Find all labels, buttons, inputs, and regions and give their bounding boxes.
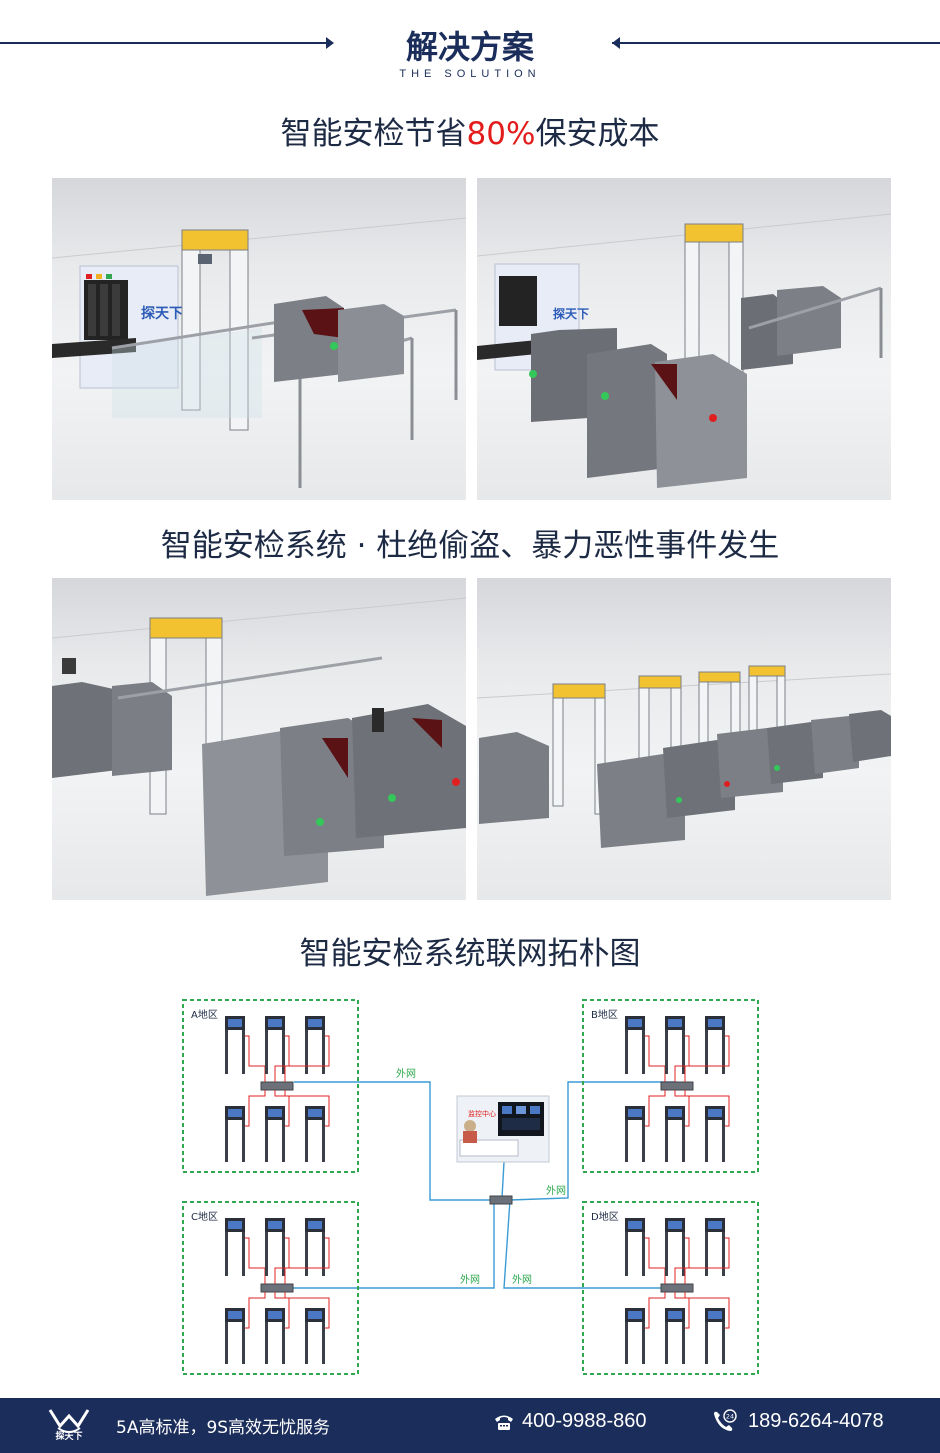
header: 解决方案 THE SOLUTION — [0, 0, 940, 90]
network-label-b: 外网 — [546, 1185, 566, 1197]
brand-logo-text-2: 探天下 — [553, 306, 589, 321]
page-title: 解决方案 — [405, 28, 534, 66]
zone-label: B地区 — [591, 1008, 618, 1021]
section3-title: 智能安检系统联网拓朴图 — [299, 936, 641, 972]
gate-wire — [645, 1292, 666, 1329]
security-gate-icon — [705, 1218, 725, 1276]
security-gate-icon — [265, 1308, 285, 1364]
24h-phone-icon: 24 — [714, 1409, 737, 1431]
network-label-d: 外网 — [512, 1274, 532, 1286]
zone-switch-icon — [660, 1081, 694, 1091]
brand-logo-text-1: 探天下 — [141, 305, 183, 322]
zone-label: A地区 — [191, 1008, 218, 1021]
security-gate-icon — [265, 1106, 285, 1162]
photo-xray-and-gate: 探天下 — [52, 178, 466, 500]
photo-gate-with-face-terminal — [52, 578, 466, 900]
security-gate-icon — [665, 1218, 685, 1276]
footer-bar: 探天下 5A高标准，9S高效无忧服务 400-9988-860 24 189-6… — [0, 1398, 940, 1453]
security-gate-icon — [265, 1218, 285, 1276]
zone-label: C地区 — [191, 1210, 218, 1223]
security-gate-icon — [305, 1016, 325, 1074]
arrow-right-icon — [326, 37, 334, 49]
gate-wire — [284, 1292, 330, 1329]
page-subtitle: THE SOLUTION — [399, 68, 541, 80]
telephone-icon — [495, 1415, 513, 1430]
24h-badge-text: 24 — [726, 1413, 734, 1421]
header-divider-left — [0, 42, 330, 44]
gate-wire — [284, 1237, 330, 1284]
network-label-c: 外网 — [460, 1274, 480, 1286]
zone-c: C地区 — [182, 1201, 359, 1375]
security-gate-icon — [705, 1308, 725, 1364]
topology-svg: 外网 外网 外网 外网 监控中心 A地区 B地区 C地区 D地区 — [182, 999, 759, 1375]
central-switch-icon — [489, 1195, 513, 1205]
section2-title: 智能安检系统 · 杜绝偷盗、暴力恶性事件发生 — [160, 528, 780, 564]
security-gate-icon — [225, 1218, 245, 1276]
gate-wire — [284, 1035, 330, 1082]
security-gate-icon — [665, 1308, 685, 1364]
mobile-number[interactable]: 189-6264-4078 — [748, 1410, 884, 1432]
brand-logo-icon — [48, 1409, 90, 1433]
security-gate-icon — [625, 1218, 645, 1276]
gate-wire — [684, 1237, 730, 1284]
gate-wire — [645, 1035, 666, 1082]
security-gate-icon — [225, 1106, 245, 1162]
control-center-label: 监控中心 — [468, 1109, 496, 1118]
network-lines — [292, 1081, 676, 1289]
security-gate-icon — [705, 1016, 725, 1074]
gate-wire — [245, 1090, 266, 1127]
security-gate-icon — [625, 1016, 645, 1074]
security-gate-icon — [625, 1308, 645, 1364]
gate-wire — [245, 1035, 266, 1082]
zone-d: D地区 — [582, 1201, 759, 1375]
gate-wire — [284, 1090, 330, 1127]
zone-a: A地区 — [182, 999, 359, 1173]
zone-b: B地区 — [582, 999, 759, 1173]
zone-switch-icon — [660, 1283, 694, 1293]
security-gate-icon — [305, 1308, 325, 1364]
gate-wire — [684, 1090, 730, 1127]
section1-title-highlight: 80% — [466, 116, 536, 152]
section1-title: 智能安检节省80%保安成本 — [0, 108, 940, 153]
gate-wire — [245, 1237, 266, 1284]
security-gate-icon — [225, 1016, 245, 1074]
zone-switch-icon — [260, 1283, 294, 1293]
security-gate-icon — [705, 1106, 725, 1162]
section1-title-suffix: 保安成本 — [535, 116, 660, 152]
brand-logo-text: 探天下 — [55, 1432, 83, 1442]
photo-xray-flap-gates: 探天下 — [477, 178, 891, 500]
gate-wire — [684, 1035, 730, 1082]
security-gate-icon — [265, 1016, 285, 1074]
gate-wire — [245, 1292, 266, 1329]
hotline-number[interactable]: 400-9988-860 — [522, 1410, 647, 1432]
security-gate-icon — [305, 1218, 325, 1276]
network-topology-diagram: 外网 外网 外网 外网 监控中心 A地区 B地区 C地区 D地区 — [0, 990, 940, 1385]
footer-slogan: 5A高标准，9S高效无忧服务 — [116, 1418, 331, 1438]
section1-title-prefix: 智能安检节省 — [280, 116, 467, 152]
control-center: 监控中心 — [456, 1095, 550, 1163]
network-label-a: 外网 — [396, 1068, 416, 1080]
header-divider-right — [612, 42, 940, 44]
security-gate-icon — [225, 1308, 245, 1364]
zone-switch-icon — [260, 1081, 294, 1091]
security-gate-icon — [305, 1106, 325, 1162]
gate-wire — [684, 1292, 730, 1329]
photo-multi-lane-gates — [477, 578, 891, 900]
security-gate-icon — [665, 1016, 685, 1074]
zone-label: D地区 — [591, 1210, 619, 1223]
gate-wire — [645, 1090, 666, 1127]
security-gate-icon — [625, 1106, 645, 1162]
security-gate-icon — [665, 1106, 685, 1162]
gate-wire — [645, 1237, 666, 1284]
